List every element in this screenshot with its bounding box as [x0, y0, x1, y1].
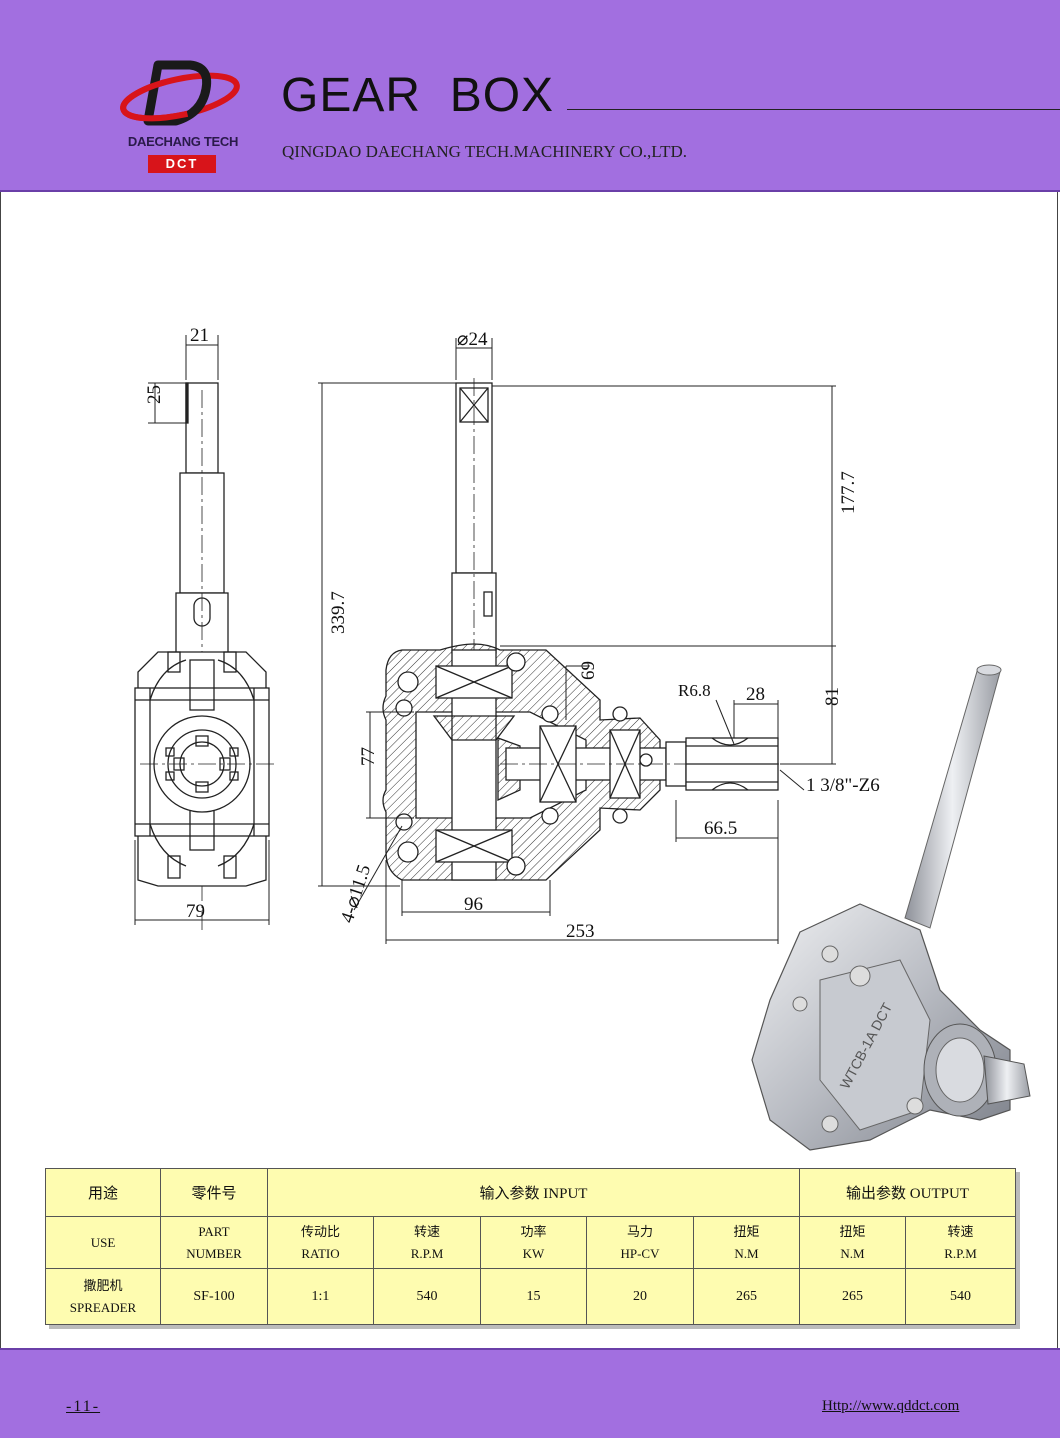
dim-253: 253	[566, 921, 595, 942]
dim-r6-8: R6.8	[678, 681, 711, 700]
section-view	[382, 378, 790, 881]
cell-kw: 15	[480, 1268, 587, 1325]
footer-band	[0, 1348, 1060, 1438]
cell-out-nm: 265	[799, 1268, 906, 1325]
logo-badge: DCT	[148, 155, 216, 173]
company-logo	[118, 55, 248, 175]
cell-part: SF-100	[160, 1268, 268, 1325]
cell-out-rpm: 540	[905, 1268, 1016, 1325]
cell-ratio: 1:1	[267, 1268, 374, 1325]
company-name: QINGDAO DAECHANG TECH.MACHINERY CO.,LTD.	[282, 142, 688, 161]
dim-dia-24: ⌀24	[457, 329, 488, 350]
dim-69: 69	[578, 661, 599, 680]
logo-name: DAECHANG TECH	[127, 134, 239, 149]
page-number: -11-	[66, 1398, 101, 1415]
gearbox-3d-render: WTCB-1A DCT	[751, 664, 1031, 1151]
dim-81: 81	[822, 687, 843, 706]
section-view-dimensions	[318, 338, 836, 944]
dim-77: 77	[358, 747, 379, 766]
part-header-cn: 零件号	[160, 1168, 268, 1217]
dim-96: 96	[464, 894, 483, 915]
dim-339-7: 339.7	[328, 591, 349, 634]
dim-177-7: 177.7	[838, 471, 859, 514]
dim-28: 28	[746, 684, 765, 705]
use-header-en: USE	[45, 1216, 161, 1269]
dim-spline: 1 3/8"-Z6	[806, 775, 880, 796]
website-link[interactable]: Http://www.qddct.com	[822, 1398, 960, 1414]
dim-25: 25	[144, 385, 165, 404]
title-rule	[567, 109, 1060, 110]
use-header-cn: 用途	[45, 1168, 161, 1217]
cell-in-nm: 265	[693, 1268, 800, 1325]
side-view-dimensions	[134, 335, 270, 925]
output-header: 输出参数 OUTPUT	[799, 1168, 1016, 1217]
technical-drawing: 21 25 79	[134, 325, 1031, 1151]
input-header: 输入参数 INPUT	[267, 1168, 800, 1217]
dim-79: 79	[186, 901, 205, 922]
cell-hp: 20	[586, 1268, 694, 1325]
side-view	[134, 382, 276, 930]
dim-21: 21	[190, 325, 209, 346]
dim-holes: 4-⌀11.5	[337, 862, 375, 925]
page-title: GEAR BOX	[281, 69, 555, 122]
dim-66-5: 66.5	[704, 818, 737, 839]
cell-in-rpm: 540	[373, 1268, 481, 1325]
